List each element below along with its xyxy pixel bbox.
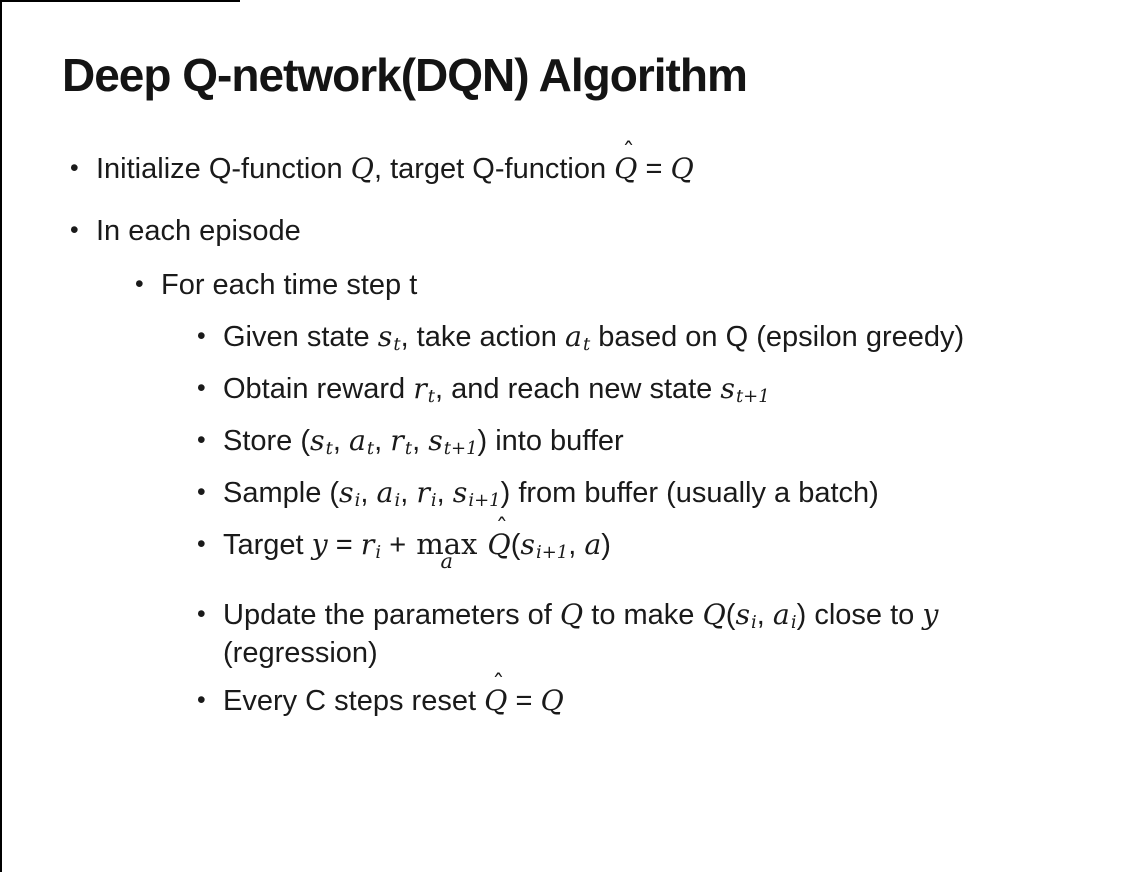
math-subscript: t: [366, 438, 375, 460]
hat-accent: ˆ: [495, 513, 508, 543]
bullet-text: For each time step t: [161, 269, 418, 301]
hat-accent: ˆ: [622, 137, 635, 167]
bullet-marker: •: [197, 601, 206, 628]
bullet-item-9: • Update the parameters of Q to make Q(si…: [60, 596, 1080, 672]
math-subscript: i: [790, 612, 797, 634]
math-subscript: i: [375, 542, 382, 564]
math-variable: a: [772, 598, 790, 631]
bullet-text: In each episode: [96, 215, 301, 247]
math-variable: s: [735, 598, 751, 631]
math-subscript: i+1: [468, 490, 501, 512]
math-subscript: t: [427, 386, 436, 408]
bullet-text: Sample (si, ai, ri, si+1) from buffer (u…: [223, 476, 879, 512]
max-under-variable: a: [440, 549, 454, 574]
bullet-text: Update the parameters of Q to make Q(si,…: [223, 598, 939, 669]
bullet-marker: •: [197, 687, 206, 714]
math-variable: a: [376, 476, 394, 509]
math-variable: a: [565, 320, 582, 353]
math-variable: r: [416, 476, 430, 509]
bullet-item-3: • For each time step t: [60, 266, 1080, 304]
bullet-text: Obtain reward rt, and reach new state st…: [223, 372, 770, 408]
bullet-item-4: •Given state st, take action at based on…: [60, 318, 1080, 356]
bullet-marker: •: [70, 155, 79, 182]
slide-top-edge: [0, 0, 240, 2]
math-subscript: i: [394, 490, 401, 512]
math-subscript: i+1: [535, 542, 569, 564]
bullet-item-2: • In each episode: [60, 212, 1080, 250]
math-variable: s: [339, 476, 354, 509]
math-subscript: t: [325, 438, 333, 460]
bullet-item-7: • Sample (si, ai, ri, si+1) from buffer (…: [60, 474, 1080, 512]
math-variable: r: [390, 424, 404, 457]
bullet-marker: •: [197, 531, 206, 558]
math-subscript: t+1: [443, 438, 478, 460]
math-subscript: t: [404, 438, 413, 460]
math-variable: a: [584, 528, 602, 561]
math-variable: y: [311, 528, 328, 561]
math-variable: Q: [487, 528, 511, 561]
math-variable: s: [452, 476, 468, 509]
bullet-text: Store (st, at, rt, st+1) into buffer: [223, 424, 624, 460]
math-variable: Q: [614, 152, 638, 185]
math-variable: r: [413, 372, 427, 405]
bullet-text: Given state st, take action at based on …: [223, 320, 965, 356]
bullet-marker: •: [197, 323, 206, 350]
math-subscript: t+1: [735, 386, 770, 408]
math-subscript: t: [582, 334, 591, 356]
math-variable: r: [360, 528, 375, 561]
bullet-item-1: • Initialize Q-function Q, target Q-funct…: [60, 139, 1080, 188]
bullet-item-5: •Obtain reward rt, and reach new state s…: [60, 370, 1080, 408]
math-subscript: i: [430, 490, 437, 512]
math-variable: s: [310, 424, 325, 457]
math-variable: s: [377, 320, 393, 353]
math-variable: Q: [484, 684, 508, 717]
math-variable: a: [348, 424, 366, 457]
math-variable: Q: [670, 152, 694, 185]
bullet-marker: •: [135, 271, 144, 298]
slide-left-edge: [0, 0, 2, 872]
math-subscript: t: [393, 334, 401, 356]
math-variable: Q: [702, 598, 726, 631]
math-variable: s: [520, 528, 535, 561]
max-label: max: [416, 527, 478, 561]
math-subscript: i: [354, 490, 361, 512]
bullet-marker: •: [197, 479, 206, 506]
bullet-marker: •: [197, 427, 206, 454]
hat-accent: ˆ: [492, 669, 505, 699]
slide-title: Deep Q-network(DQN) Algorithm: [62, 49, 748, 101]
math-variable: Q: [350, 152, 374, 185]
math-variable: Q: [540, 684, 564, 717]
bullet-marker: •: [70, 217, 79, 244]
bullet-marker: •: [197, 375, 206, 402]
bullet-list: • Initialize Q-function Q, target Q-funct…: [60, 139, 1080, 734]
bullet-text: Initialize Q-function Q, target Q-functi…: [96, 139, 946, 188]
math-variable: Q: [559, 598, 584, 631]
bullet-item-6: • Store (st, at, rt, st+1) into buffer: [60, 422, 1080, 460]
math-subscript: i: [751, 612, 757, 634]
math-variable: s: [720, 372, 735, 405]
math-variable: y: [922, 598, 939, 631]
math-variable: s: [428, 424, 443, 457]
